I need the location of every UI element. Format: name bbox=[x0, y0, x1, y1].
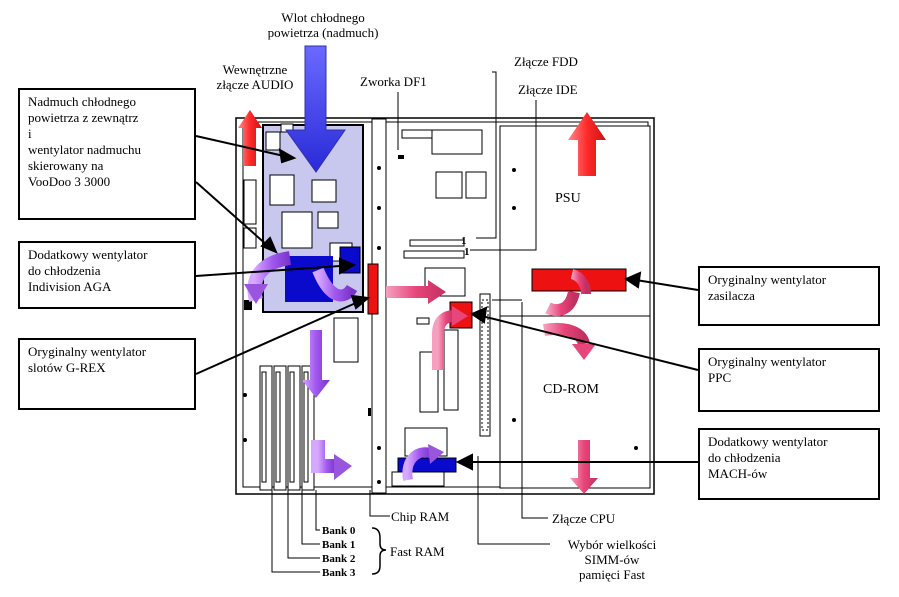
label-simm-size: Wybór wielkości SIMM-ów pamięci Fast bbox=[567, 537, 657, 582]
psu-exhaust-arrow bbox=[568, 112, 606, 176]
callout-ppc-fan: Oryginalny wentylator PPC bbox=[698, 348, 880, 412]
flow-purple-3 bbox=[311, 440, 336, 473]
label-bank0: Bank 0 bbox=[322, 525, 356, 537]
label-fdd-connector: Złącze FDD bbox=[514, 54, 578, 69]
label-df1-jumper: Zworka DF1 bbox=[360, 74, 427, 89]
label-cpu-connector: Złącze CPU bbox=[552, 511, 616, 526]
flow-pink-psu bbox=[570, 269, 591, 295]
flow-pink-right bbox=[386, 280, 446, 304]
label-pin1-a: 1 bbox=[461, 235, 467, 247]
grex-fan bbox=[367, 263, 379, 315]
simm-slots bbox=[259, 365, 315, 491]
callout-mach-fan: Dodatkowy wentylator do chłodzenia MACH-… bbox=[698, 428, 880, 500]
label-psu: PSU bbox=[555, 191, 581, 206]
label-cdrom: CD-ROM bbox=[543, 382, 600, 397]
callout-grex-fan: Oryginalny wentylator slotów G-REX bbox=[18, 338, 196, 410]
flow-pink-down bbox=[570, 440, 598, 494]
flow-purple-4 bbox=[402, 447, 435, 481]
callout-voodoo-fan: Nadmuch chłodnego powietrza z zewnątrz i… bbox=[18, 88, 196, 220]
flow-pink-psu-left bbox=[545, 290, 580, 316]
label-chip-ram: Chip RAM bbox=[391, 509, 450, 524]
label-bank2: Bank 2 bbox=[322, 553, 356, 565]
callout-indivision-fan: Dodatkowy wentylator do chłodzenia Indiv… bbox=[18, 241, 196, 309]
intake-arrow bbox=[285, 45, 346, 173]
label-bank3: Bank 3 bbox=[322, 567, 356, 579]
callout-psu-fan: Oryginalny wentylator zasilacza bbox=[698, 266, 880, 326]
flow-purple-down bbox=[302, 330, 330, 398]
cpu-slot bbox=[479, 293, 491, 437]
label-internal-audio: Wewnętrzne złącze AUDIO bbox=[216, 62, 294, 92]
label-fast-ram: Fast RAM bbox=[390, 544, 445, 559]
label-bank1: Bank 1 bbox=[322, 539, 356, 551]
flow-purple-2 bbox=[312, 267, 358, 302]
flow-pink-ppc bbox=[432, 310, 455, 370]
label-pin1-b: 1 bbox=[464, 246, 470, 258]
fast-ram-bracket bbox=[371, 527, 387, 575]
label-ide-connector: Złącze IDE bbox=[518, 82, 578, 97]
label-cold-air-inlet: Wlot chłodnego powietrza (nadmuch) bbox=[267, 10, 379, 40]
audio-exhaust-arrow bbox=[238, 110, 262, 166]
